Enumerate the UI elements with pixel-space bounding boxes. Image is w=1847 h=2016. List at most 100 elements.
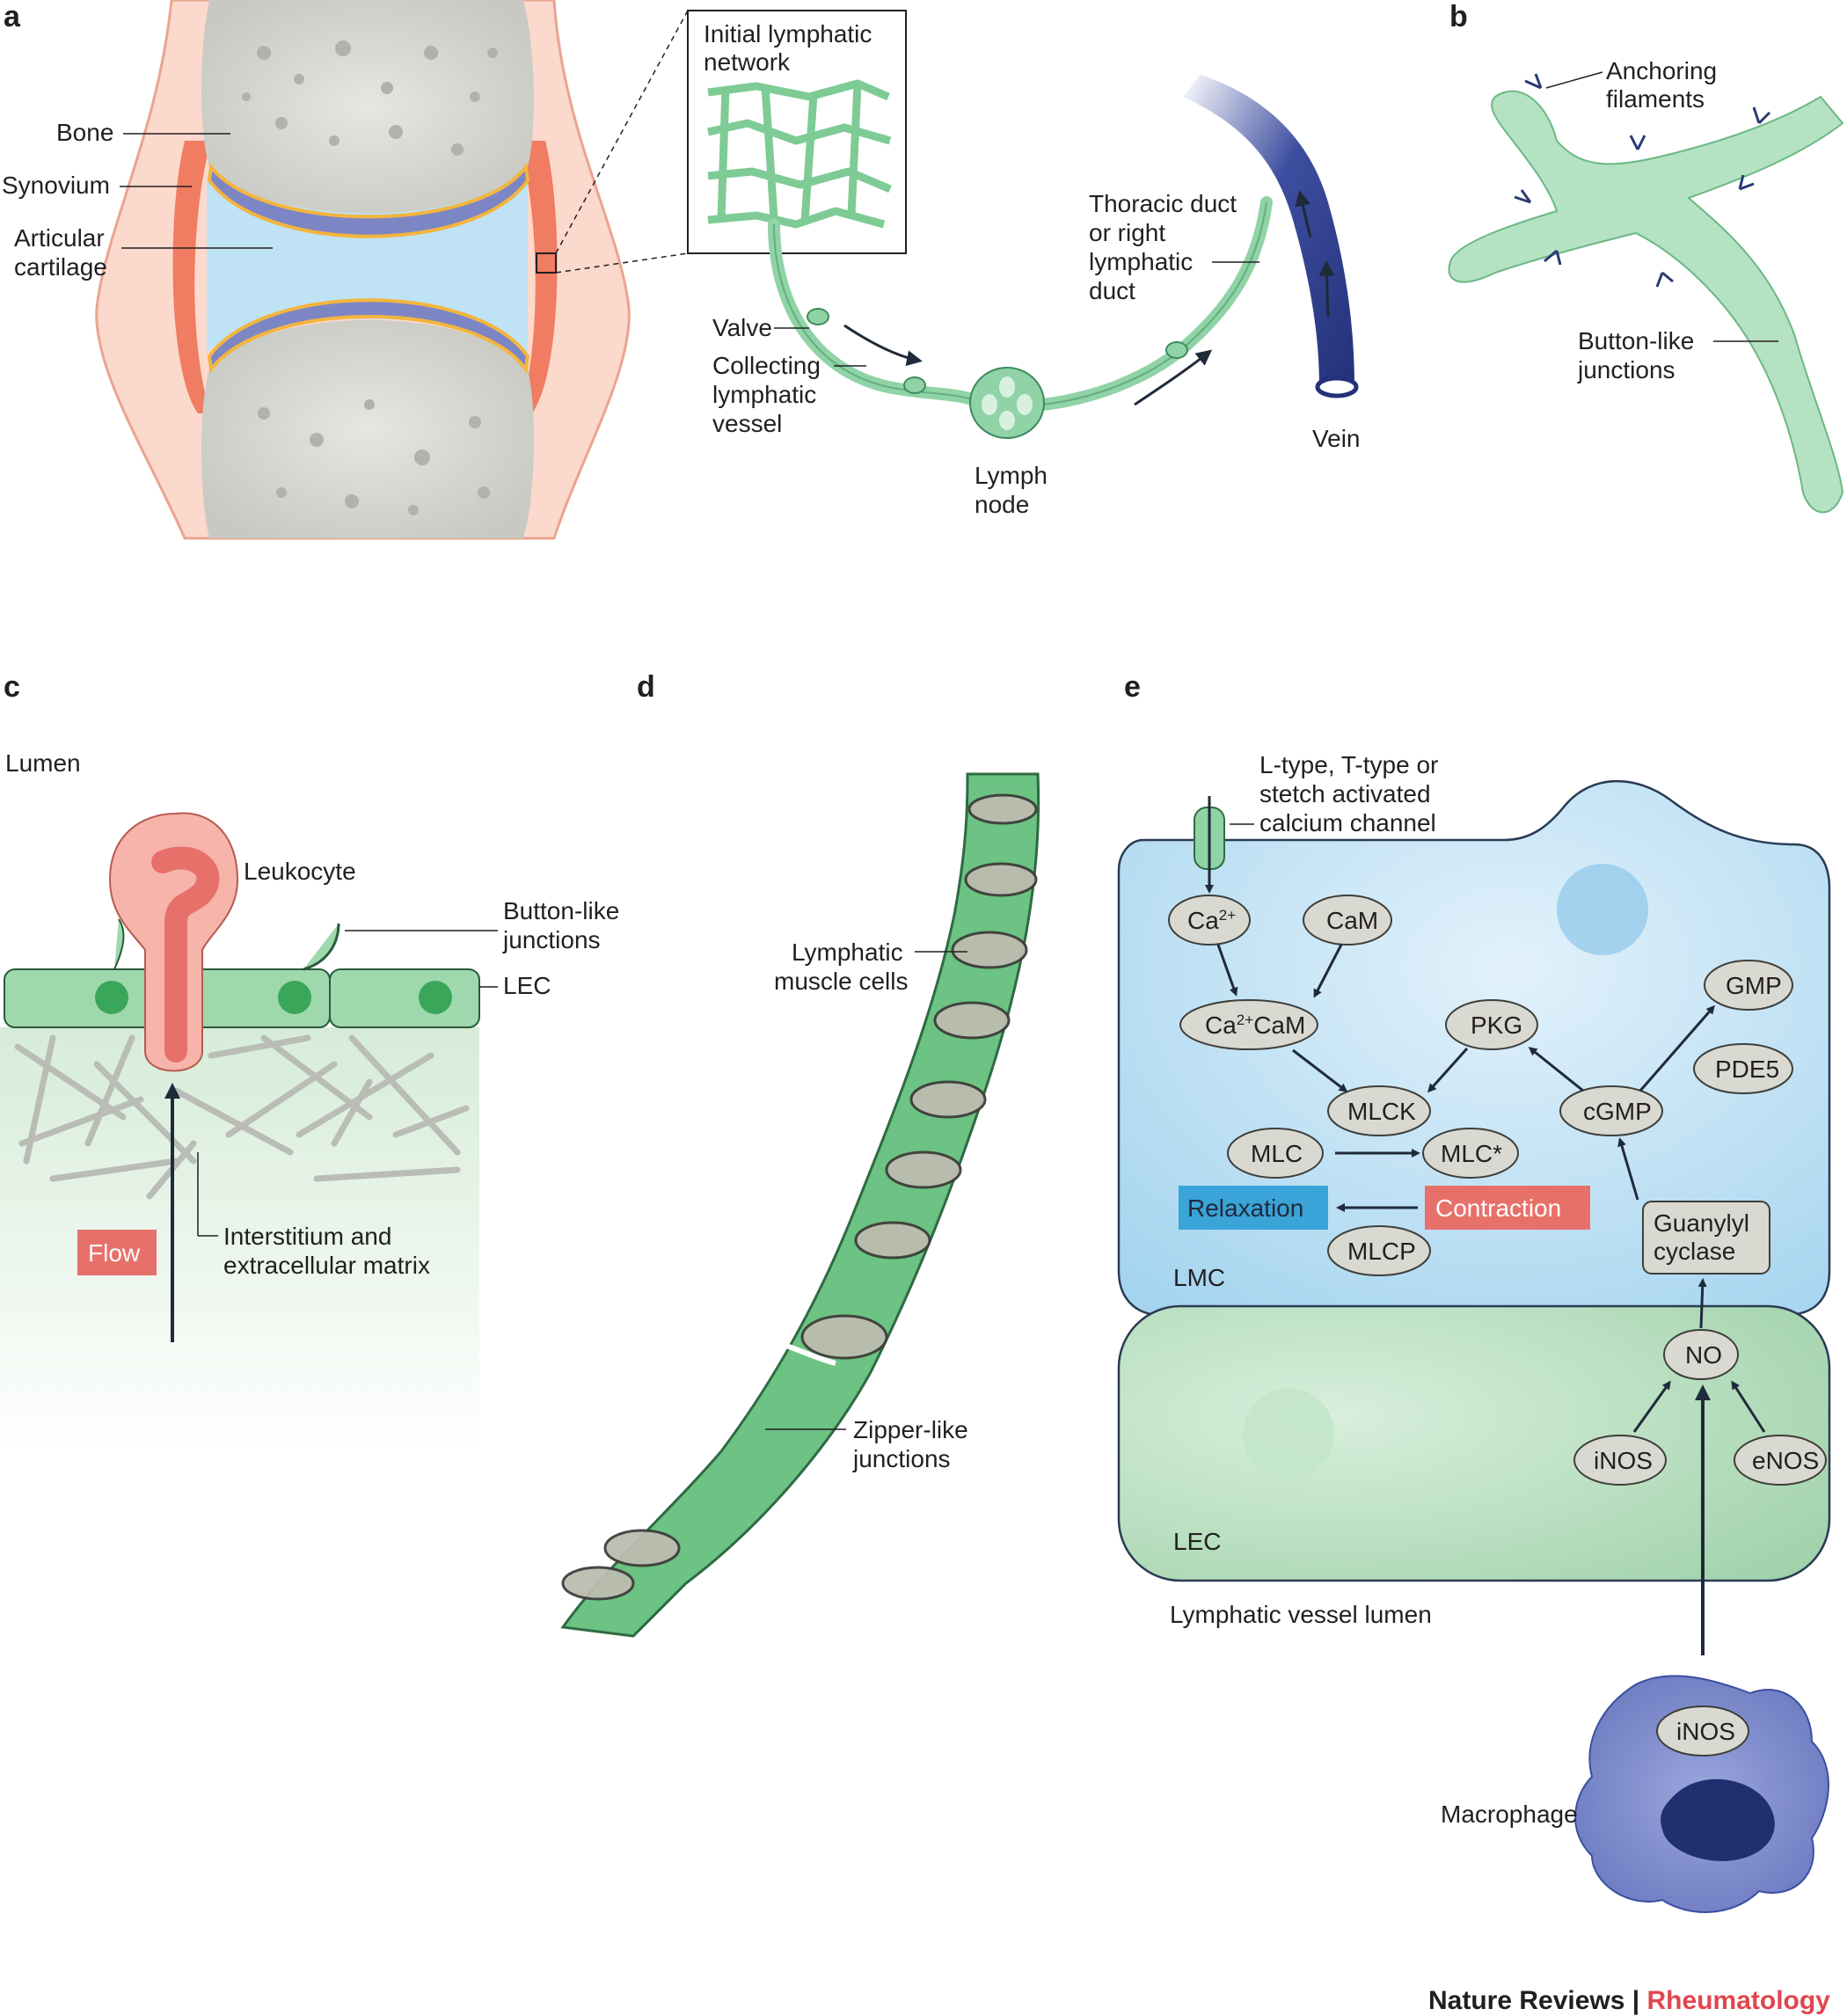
lec-cell-e	[1117, 1304, 1831, 1582]
label-leukocyte: Leukocyte	[244, 858, 356, 885]
label-flow: Flow	[88, 1239, 141, 1267]
node-pde5-label: PDE5	[1715, 1055, 1779, 1083]
label-zipper-1: Zipper-like	[853, 1416, 968, 1443]
label-lec-c: LEC	[503, 972, 551, 999]
label-interstitium-1: Interstitium and	[223, 1223, 391, 1250]
panel-b-label: b	[1449, 0, 1468, 33]
muscle-cells	[561, 793, 1038, 1601]
panel-e: e L-type, T-type or stetch activated cal…	[1117, 670, 1831, 1913]
node-gmp	[1704, 960, 1793, 1011]
label-vessel-lumen: Lymphatic vessel lumen	[1170, 1601, 1432, 1628]
node-mlck	[1327, 1085, 1431, 1136]
contraction-box	[1425, 1186, 1590, 1230]
label-lymph-1: Lymph	[975, 462, 1048, 489]
synovium-right	[519, 141, 558, 413]
node-mlcstar	[1422, 1128, 1519, 1179]
node-pkg	[1445, 999, 1538, 1050]
label-zipper-2: junctions	[852, 1445, 951, 1472]
node-ca-label: Ca2+	[1187, 907, 1236, 934]
node-cgmp-label: cGMP	[1583, 1098, 1652, 1125]
node-pde5	[1693, 1043, 1793, 1094]
node-mlcp-label: MLCP	[1347, 1238, 1416, 1265]
node-enos-label: eNOS	[1752, 1447, 1819, 1474]
node-guanylyl-label-1: Guanylyl	[1654, 1209, 1749, 1237]
label-anchoring-1: Anchoring	[1606, 57, 1717, 84]
node-no	[1663, 1329, 1739, 1380]
label-collecting-3: vessel	[712, 410, 782, 437]
initial-network	[707, 79, 892, 229]
lower-bone	[201, 319, 534, 538]
node-enos	[1734, 1435, 1827, 1486]
macrophage-nucleus	[1661, 1779, 1775, 1861]
pathway-arrows	[1216, 944, 1766, 1433]
upper-bone	[201, 0, 534, 214]
node-gmp-label: GMP	[1726, 972, 1782, 999]
upper-cartilage	[207, 162, 530, 238]
label-valve: Valve	[712, 314, 772, 341]
node-inos	[1573, 1435, 1667, 1486]
label-channel-2: stetch activated	[1259, 780, 1431, 807]
label-articular-2: cartilage	[14, 253, 107, 281]
contraction-label: Contraction	[1435, 1194, 1561, 1222]
label-anchoring-2: filaments	[1606, 85, 1705, 113]
footer-journal: Nature Reviews | Rheumatology	[1428, 1986, 1830, 2015]
label-button-b-1: Button-like	[1578, 327, 1694, 354]
label-thoracic-4: duct	[1089, 277, 1135, 304]
label-channel-1: L-type, T-type or	[1259, 751, 1438, 778]
label-thoracic-3: lymphatic	[1089, 248, 1193, 275]
label-vein: Vein	[1312, 425, 1361, 452]
label-synovium: Synovium	[2, 172, 110, 199]
node-macro-inos-label: iNOS	[1676, 1718, 1735, 1745]
node-guanylyl-label-2: cyclase	[1654, 1238, 1735, 1265]
lec-cell-3	[329, 968, 480, 1028]
node-ca	[1168, 895, 1251, 946]
label-thoracic-1: Thoracic duct	[1089, 190, 1237, 217]
panel-d-label: d	[637, 670, 655, 704]
panel-b: b Anchoring filaments Button-like juncti…	[1448, 0, 1844, 514]
relaxation-box	[1179, 1186, 1328, 1230]
node-cam-label: CaM	[1326, 907, 1378, 934]
node-mlck-label: MLCK	[1347, 1098, 1416, 1125]
node-mlc-label: MLC	[1251, 1140, 1303, 1167]
label-lec-e: LEC	[1173, 1528, 1221, 1555]
synovium-left	[172, 141, 211, 413]
node-cam	[1303, 895, 1392, 946]
lymph-node	[969, 367, 1045, 439]
node-mlc	[1227, 1128, 1324, 1179]
node-shapes	[1168, 895, 1827, 1486]
label-lmc: LMC	[1173, 1264, 1225, 1291]
node-cacam	[1179, 999, 1318, 1050]
node-cgmp	[1559, 1085, 1663, 1136]
label-muscle-1: Lymphatic	[792, 939, 903, 966]
node-mlcstar-label: MLC*	[1441, 1140, 1502, 1167]
panel-a: a Bone Synovium Articu	[2, 0, 1361, 540]
panel-a-label: a	[4, 0, 21, 33]
zoom-box	[536, 252, 557, 274]
flow-label-box	[77, 1230, 157, 1275]
label-thoracic-2: or right	[1089, 219, 1165, 246]
label-collecting-2: lymphatic	[712, 381, 816, 408]
label-collecting-1: Collecting	[712, 352, 821, 379]
node-inos-label: iNOS	[1594, 1447, 1653, 1474]
relaxation-label: Relaxation	[1187, 1194, 1303, 1222]
label-lymph-2: node	[975, 491, 1029, 518]
label-articular-1: Articular	[14, 224, 105, 252]
label-initial-1: Initial lymphatic	[704, 20, 872, 47]
panel-c-label: c	[4, 670, 20, 704]
panel-d: d Lymphatic muscle cells Zipper-like jun…	[560, 670, 1040, 1638]
label-initial-2: network	[704, 48, 791, 76]
label-muscle-2: muscle cells	[774, 968, 908, 995]
vein	[1183, 75, 1354, 387]
panel-e-label: e	[1124, 670, 1141, 704]
ecm-fibers	[14, 1034, 470, 1200]
node-guanylyl	[1642, 1201, 1770, 1275]
bone-trabeculae	[242, 40, 498, 515]
node-no-label: NO	[1685, 1341, 1722, 1369]
lower-cartilage	[207, 298, 530, 375]
node-mlcp	[1327, 1225, 1431, 1276]
panel-c: c Lumen Leukocyte Button-like junctions	[0, 670, 619, 1458]
label-button-c-1: Button-like	[503, 897, 619, 924]
label-macrophage: Macrophage	[1441, 1801, 1578, 1828]
label-bone: Bone	[56, 119, 113, 146]
